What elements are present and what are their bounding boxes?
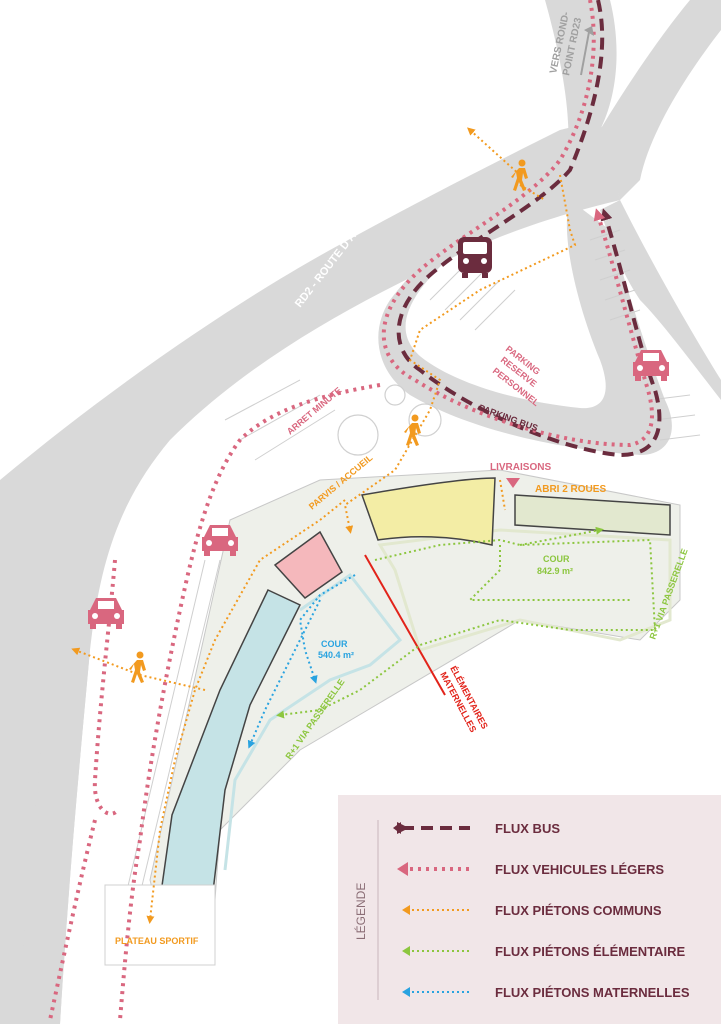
building-green-east: [514, 494, 671, 536]
plateau-sportif-area: [104, 884, 216, 966]
legend-panel: LÉGENDE FLUX BUS FLUX VEHICULES LÉGERS F…: [338, 795, 721, 1024]
road-east: [600, 0, 721, 200]
building-pink: [273, 530, 343, 599]
arret-minute-label: ARRET MINUTE: [285, 385, 344, 436]
flux-bus-path: [396, 0, 662, 458]
legend-item-bus: FLUX BUS: [393, 821, 560, 836]
bus-loop: [378, 185, 672, 455]
flux-vehicules-arret-minute: [118, 383, 381, 1021]
bus-icon: [458, 237, 492, 278]
elementary-maternelle-split-line: [364, 554, 446, 696]
legend-label-bus: FLUX BUS: [495, 821, 560, 836]
legend-label-pietons-communs: FLUX PIÉTONS COMMUNS: [495, 903, 662, 918]
legend-label-pietons-elementaire: FLUX PIÉTONS ÉLÉMENTAIRE: [495, 944, 686, 959]
cour-right-name: COUR: [543, 554, 570, 564]
pedestrian-icon: [511, 159, 528, 191]
car-icon: [88, 598, 124, 629]
car-icon: [202, 525, 238, 556]
buildings: [104, 477, 671, 966]
flux-vehicules-road: [48, 559, 120, 1021]
road-southwest: [18, 650, 90, 1024]
legend-item-pietons-maternelles: FLUX PIÉTONS MATERNELLES: [402, 985, 690, 1000]
abri-2-roues-label: ABRI 2 ROUES: [535, 484, 606, 495]
courtyard-outlines: [223, 528, 672, 871]
legend-item-pietons-communs: FLUX PIÉTONS COMMUNS: [402, 903, 662, 918]
flux-pietons-elementaire: [276, 526, 657, 719]
legend-label-pietons-maternelles: FLUX PIÉTONS MATERNELLES: [495, 985, 690, 1000]
direction-arrow-icon: [580, 26, 594, 76]
legend-item-pietons-elementaire: FLUX PIÉTONS ÉLÉMENTAIRE: [402, 944, 686, 959]
pedestrian-icon: [129, 651, 146, 683]
building-elementary-yellow: [360, 477, 496, 546]
livraisons-marker: [506, 478, 520, 488]
cour-left-area: 540.4 m²: [318, 650, 354, 660]
pedestrian-icon: [404, 414, 421, 446]
plateau-sportif-label: PLATEAU SPORTIF: [115, 936, 199, 946]
livraisons-label: LIVRAISONS: [490, 462, 551, 473]
cour-right-area: 842.9 m²: [537, 566, 573, 576]
road-east-lane: [600, 200, 721, 400]
cour-left-name: COUR: [321, 639, 348, 649]
car-icon: [633, 350, 669, 381]
legend-label-vehicules: FLUX VEHICULES LÉGERS: [495, 862, 664, 877]
road-north: [545, 0, 620, 200]
legend-item-vehicules: FLUX VEHICULES LÉGERS: [397, 862, 664, 877]
legend-title: LÉGENDE: [353, 883, 368, 940]
flux-pietons-maternelles: [247, 574, 356, 749]
